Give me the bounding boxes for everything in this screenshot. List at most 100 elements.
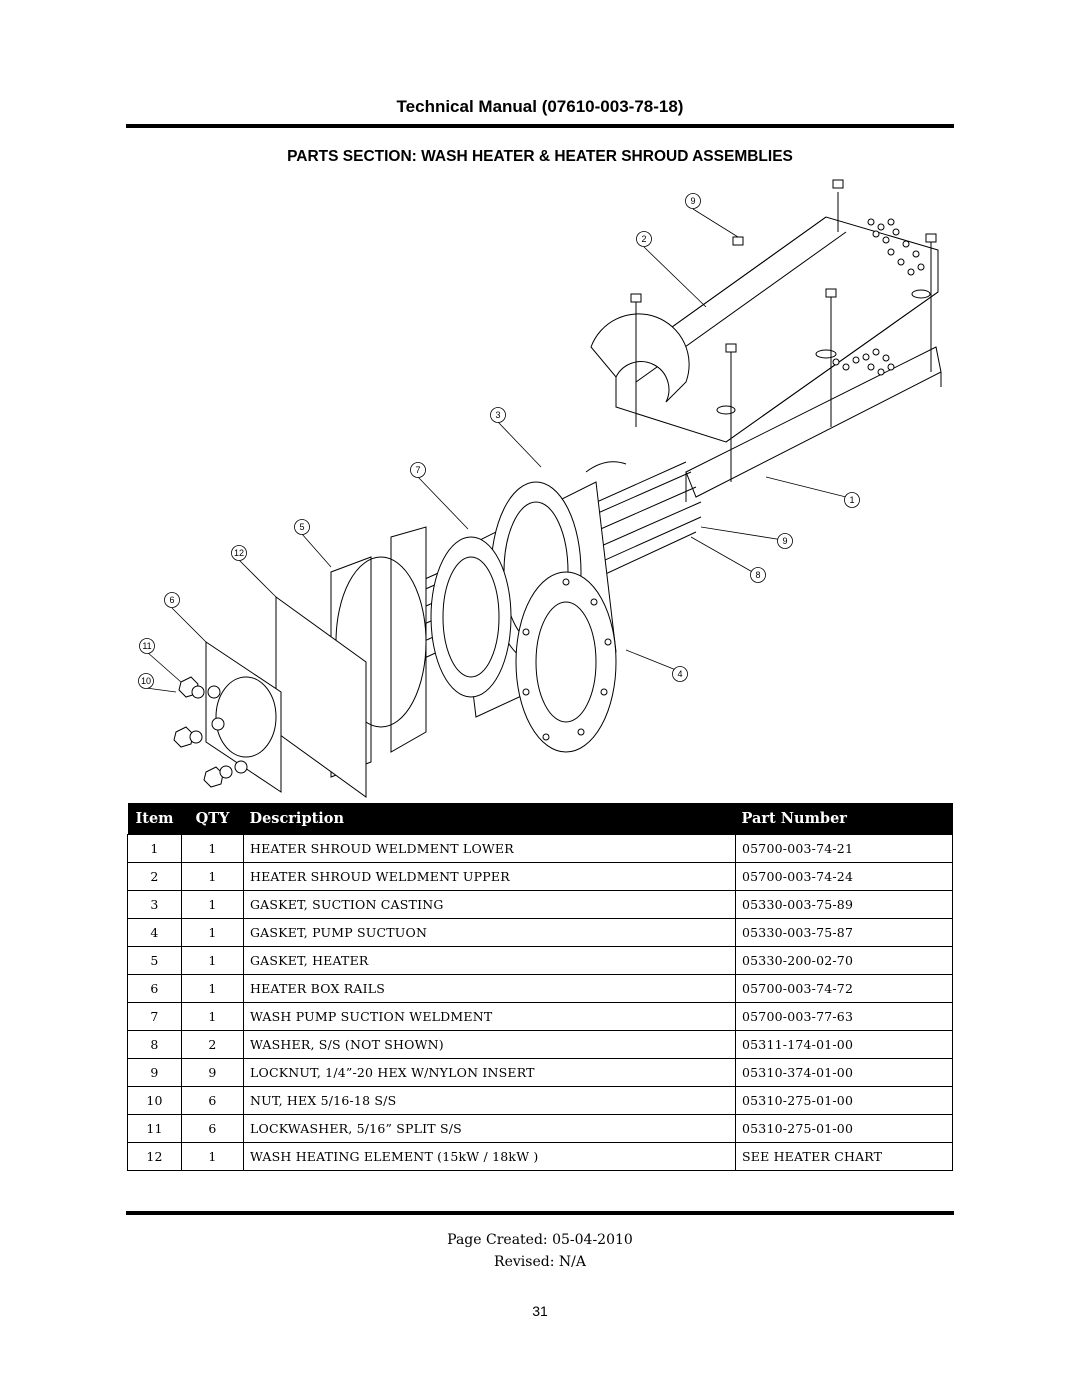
cell-qty: 6 <box>181 1086 244 1115</box>
callout-6: 6 <box>164 592 180 608</box>
callout-8: 8 <box>750 567 766 583</box>
cell-item: 9 <box>127 1058 182 1087</box>
svg-text:8: 8 <box>755 570 760 580</box>
page-created: Page Created: 05-04-2010 <box>447 1232 633 1248</box>
cell-item: 6 <box>127 974 182 1003</box>
callout-9-top: 9 <box>685 193 701 209</box>
cell-description: GASKET, HEATER <box>243 946 736 975</box>
svg-text:2: 2 <box>641 234 646 244</box>
cell-item: 2 <box>127 862 182 891</box>
cell-qty: 1 <box>181 1002 244 1031</box>
cell-item: 3 <box>127 890 182 919</box>
callout-10: 10 <box>138 673 154 689</box>
lower-shroud-drawing <box>685 346 942 502</box>
cell-part-number: 05310-374-01-00 <box>735 1058 953 1087</box>
callout-2: 2 <box>636 231 652 247</box>
svg-text:7: 7 <box>415 465 420 475</box>
cell-part-number: 05700-003-74-24 <box>735 862 953 891</box>
callout-11: 11 <box>139 638 155 654</box>
svg-text:9: 9 <box>690 196 695 206</box>
cell-part-number: 05330-003-75-89 <box>735 890 953 919</box>
cell-qty: 1 <box>181 1142 244 1171</box>
cell-part-number: 05330-003-75-87 <box>735 918 953 947</box>
callout-1: 1 <box>844 492 860 508</box>
upper-shroud-drawing <box>590 216 939 443</box>
cell-item: 4 <box>127 918 182 947</box>
nuts-washers-drawing <box>173 676 248 788</box>
cell-part-number: 05310-275-01-00 <box>735 1114 953 1143</box>
callout-12: 12 <box>231 545 247 561</box>
page-number: 31 <box>532 1303 548 1319</box>
cell-qty: 1 <box>181 974 244 1003</box>
cell-description: LOCKWASHER, 5/16” SPLIT S/S <box>243 1114 736 1143</box>
callout-5: 5 <box>294 519 310 535</box>
pump-gasket-drawing <box>515 571 617 753</box>
page-revised: Revised: N/A <box>494 1254 586 1270</box>
header-qty: QTY <box>181 803 244 835</box>
cell-part-number: SEE HEATER CHART <box>735 1142 953 1171</box>
cell-part-number: 05330-200-02-70 <box>735 946 953 975</box>
cell-item: 7 <box>127 1002 182 1031</box>
svg-text:9: 9 <box>782 536 787 546</box>
exploded-assembly-diagram: 9 2 3 7 5 12 6 11 10 1 9 8 4 <box>138 179 942 798</box>
cell-item: 12 <box>127 1142 182 1171</box>
header-item: Item <box>127 803 182 835</box>
manual-title: Technical Manual (07610-003-78-18) <box>396 97 684 116</box>
svg-text:4: 4 <box>677 669 682 679</box>
cell-description: HEATER BOX RAILS <box>243 974 736 1003</box>
cell-qty: 1 <box>181 918 244 947</box>
cell-part-number: 05700-003-74-72 <box>735 974 953 1003</box>
callouts: 9 2 3 7 5 12 6 11 10 1 9 8 4 <box>138 193 860 689</box>
cell-qty: 1 <box>181 946 244 975</box>
cell-item: 11 <box>127 1114 182 1143</box>
cell-description: HEATER SHROUD WELDMENT LOWER <box>243 834 736 863</box>
cell-description: WASH PUMP SUCTION WELDMENT <box>243 1002 736 1031</box>
header-rule <box>126 124 954 128</box>
svg-text:10: 10 <box>141 676 151 686</box>
studs-drawing <box>630 179 937 482</box>
cell-description: HEATER SHROUD WELDMENT UPPER <box>243 862 736 891</box>
cell-description: GASKET, PUMP SUCTUON <box>243 918 736 947</box>
cell-description: LOCKNUT, 1/4”-20 HEX W/NYLON INSERT <box>243 1058 736 1087</box>
cell-qty: 2 <box>181 1030 244 1059</box>
cell-qty: 1 <box>181 834 244 863</box>
cell-item: 10 <box>127 1086 182 1115</box>
cell-description: WASH HEATING ELEMENT (15kW / 18kW ) <box>243 1142 736 1171</box>
cell-description: NUT, HEX 5/16-18 S/S <box>243 1086 736 1115</box>
page-footer: Page Created: 05-04-2010 Revised: N/A <box>126 1229 954 1273</box>
svg-text:6: 6 <box>169 595 174 605</box>
callout-9-right: 9 <box>777 533 793 549</box>
callout-4: 4 <box>672 666 688 682</box>
cell-part-number: 05700-003-74-21 <box>735 834 953 863</box>
cell-description: WASHER, S/S (NOT SHOWN) <box>243 1030 736 1059</box>
cell-item: 1 <box>127 834 182 863</box>
cell-description: GASKET, SUCTION CASTING <box>243 890 736 919</box>
header-description: Description <box>243 803 736 835</box>
cell-qty: 1 <box>181 890 244 919</box>
callout-3: 3 <box>490 407 506 423</box>
callout-7: 7 <box>410 462 426 478</box>
svg-text:12: 12 <box>234 548 244 558</box>
cell-part-number: 05310-275-01-00 <box>735 1086 953 1115</box>
cell-part-number: 05700-003-77-63 <box>735 1002 953 1031</box>
section-title: PARTS SECTION: WASH HEATER & HEATER SHRO… <box>287 148 793 165</box>
cell-qty: 9 <box>181 1058 244 1087</box>
cell-qty: 1 <box>181 862 244 891</box>
svg-text:3: 3 <box>495 410 500 420</box>
footer-rule <box>126 1211 954 1215</box>
leader-lines <box>145 208 847 693</box>
svg-text:1: 1 <box>849 495 854 505</box>
cell-part-number: 05311-174-01-00 <box>735 1030 953 1059</box>
